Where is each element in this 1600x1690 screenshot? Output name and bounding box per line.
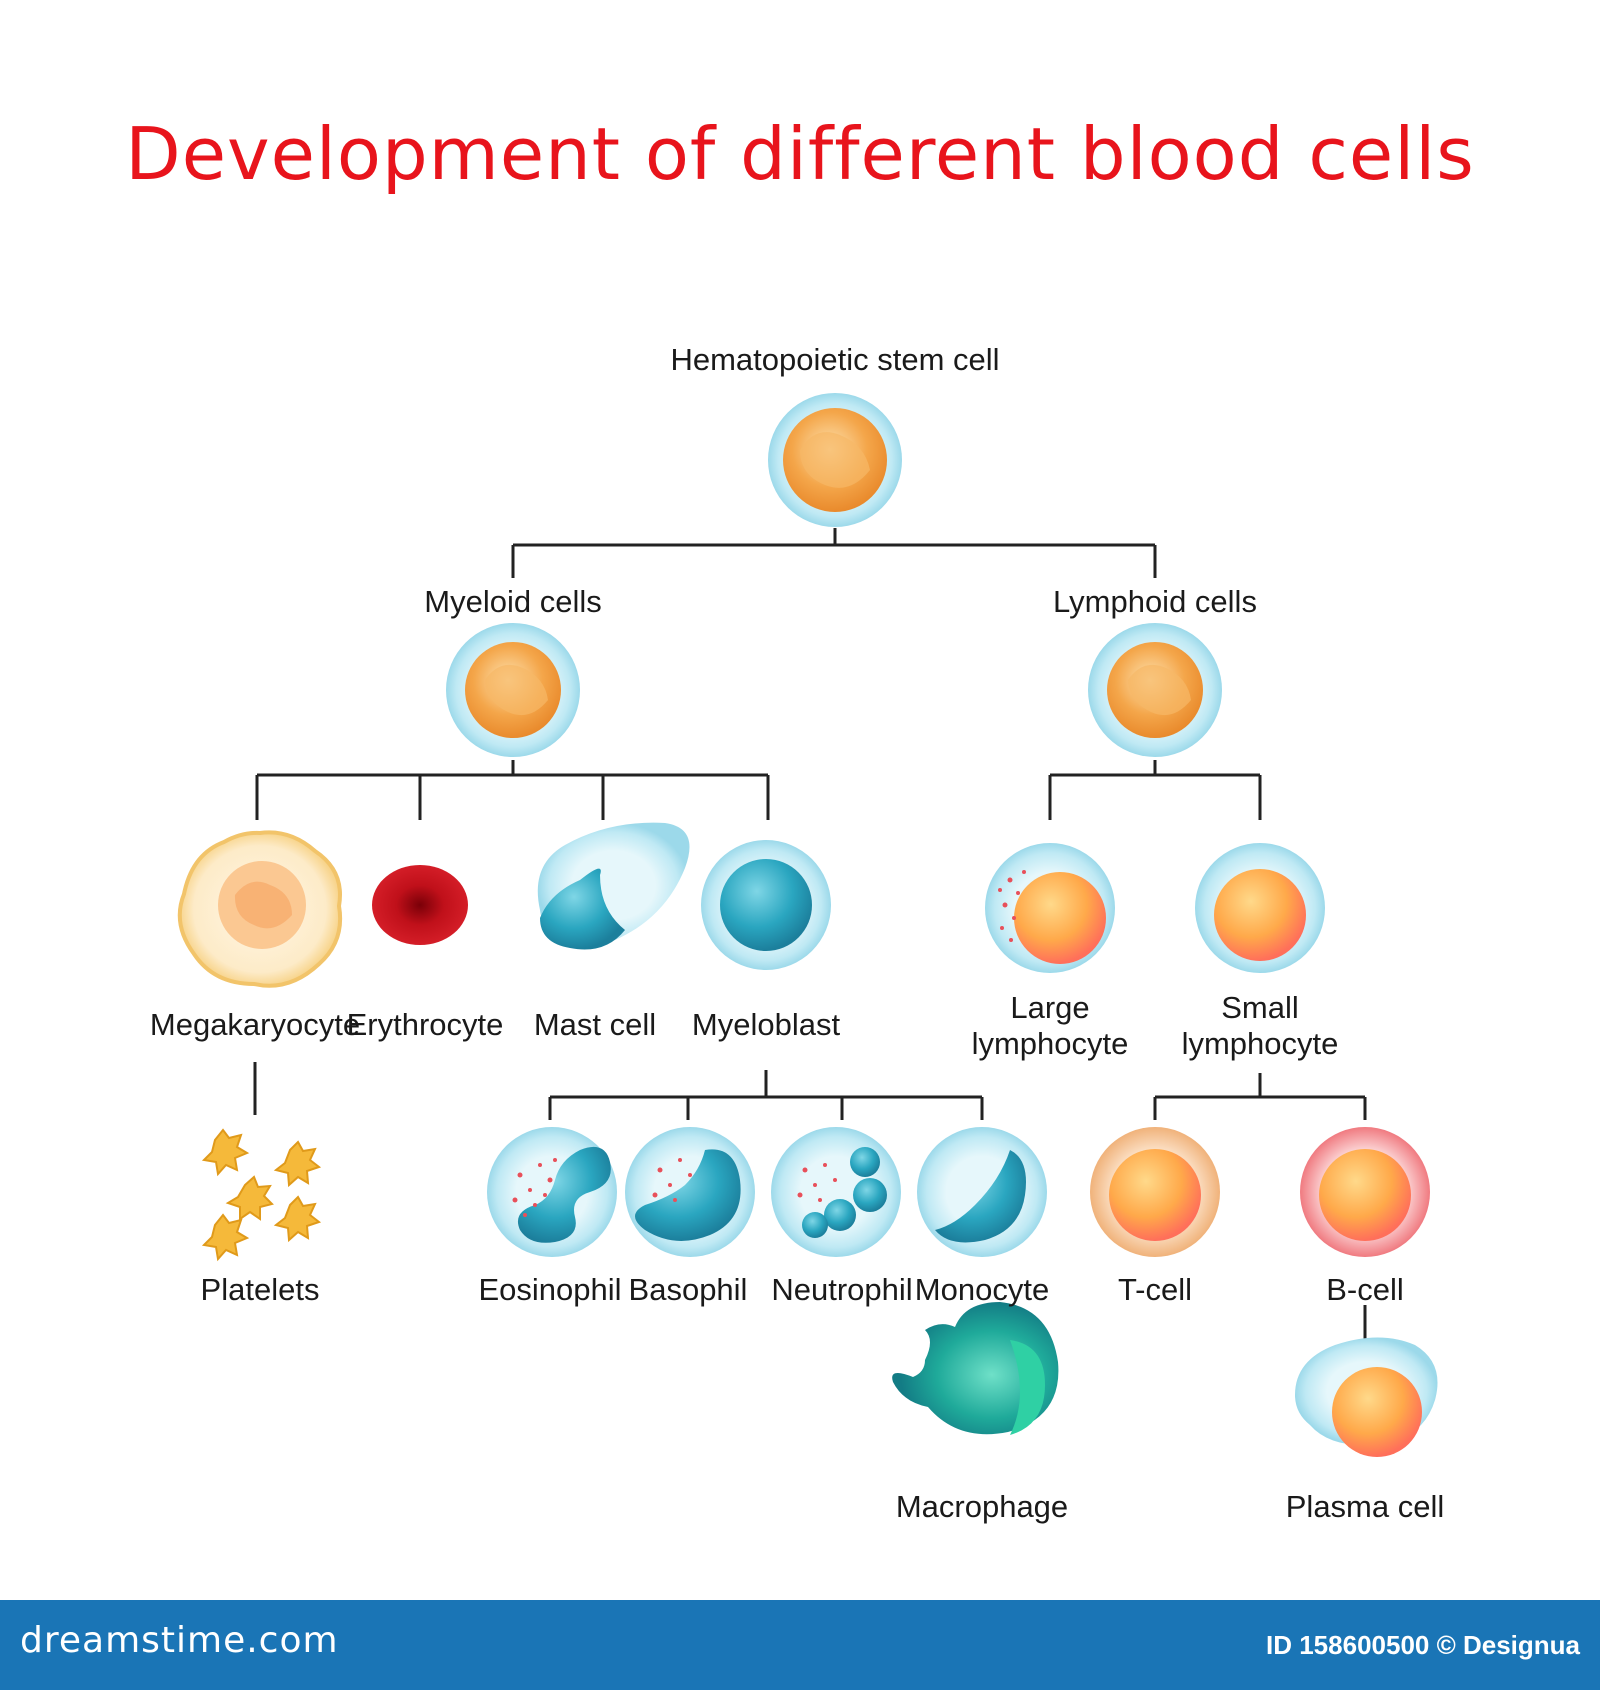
stem-cell [768, 393, 902, 527]
label-monocyte: Monocyte [915, 1272, 1049, 1307]
small-lymphocyte-cell [1195, 843, 1325, 973]
basophil-cell [625, 1127, 755, 1257]
label-megakaryocyte: Megakaryocyte [150, 1007, 360, 1042]
label-large-lymphocyte-line2: lymphocyte [972, 1026, 1129, 1061]
footer-brand: dreamstime.com [20, 1620, 339, 1661]
erythrocyte-cell [372, 865, 468, 945]
label-basophil: Basophil [629, 1272, 748, 1307]
blood-cell-diagram: Hematopoietic stem cell Myeloid cells Ly… [150, 342, 1444, 1524]
megakaryocyte-cell [177, 830, 343, 988]
label-small-lymphocyte-line2: lymphocyte [1182, 1026, 1339, 1061]
label-macrophage: Macrophage [896, 1489, 1068, 1524]
plasma-cell [1295, 1337, 1438, 1457]
monocyte-cell [917, 1127, 1047, 1257]
lymphoid-cell [1088, 623, 1222, 757]
neutrophil-cell [771, 1127, 901, 1257]
label-neutrophil: Neutrophil [771, 1272, 912, 1307]
large-lymphocyte-cell [985, 843, 1115, 973]
diagram-title: Development of different blood cells [125, 112, 1475, 196]
label-plasma-cell: Plasma cell [1286, 1489, 1445, 1524]
label-erythrocyte: Erythrocyte [347, 1007, 504, 1042]
footer-credit: ID 158600500 © Designua [1266, 1630, 1580, 1660]
mast-cell [537, 822, 690, 950]
label-platelets: Platelets [201, 1272, 320, 1307]
label-small-lymphocyte-line1: Small [1221, 990, 1299, 1025]
label-mast-cell: Mast cell [534, 1007, 656, 1042]
label-b-cell: B-cell [1326, 1272, 1404, 1307]
label-lymphoid: Lymphoid cells [1053, 584, 1257, 619]
platelets-cells [201, 1128, 322, 1262]
label-myeloid: Myeloid cells [424, 584, 601, 619]
label-myeloblast: Myeloblast [692, 1007, 841, 1042]
label-large-lymphocyte-line1: Large [1010, 990, 1089, 1025]
b-cell [1300, 1127, 1430, 1257]
footer-bar: dreamstime.com ID 158600500 © Designua [0, 1600, 1600, 1690]
label-stem: Hematopoietic stem cell [670, 342, 999, 377]
myeloid-cell [446, 623, 580, 757]
label-eosinophil: Eosinophil [478, 1272, 621, 1307]
t-cell [1090, 1127, 1220, 1257]
label-t-cell: T-cell [1118, 1272, 1192, 1307]
node-labels: Hematopoietic stem cell Myeloid cells Ly… [150, 342, 1444, 1524]
eosinophil-cell [487, 1127, 617, 1257]
myeloblast-cell [701, 840, 831, 970]
macrophage-cell [892, 1302, 1059, 1435]
